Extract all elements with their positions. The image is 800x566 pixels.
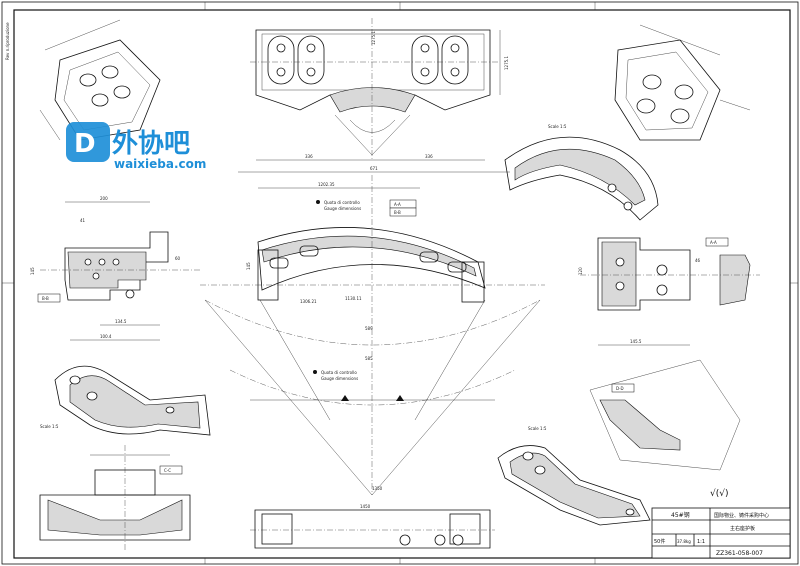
sa-dim-145: 145.5: [630, 339, 642, 344]
top-dim-1: 1275.1: [371, 31, 376, 45]
front-dim-1350: 1350: [372, 486, 383, 491]
section-ref-b: B-B: [394, 210, 401, 215]
title-block: √(√) 45#钢 国际物业、铸件采购中心 主右座护板 50件 37.8kg 1…: [651, 488, 791, 559]
note-quota-1: Quota di controllo: [324, 200, 360, 205]
sb-ref: B-B: [42, 296, 49, 301]
iso-view-top-right: [614, 24, 751, 141]
watermark-url: waixieba.com: [114, 157, 206, 171]
sa-dim-46: 46: [695, 258, 701, 263]
front-dim-336b: 336: [425, 154, 433, 159]
section-ref-a: A-A: [394, 202, 401, 207]
scale-label-2: Scale 1:5: [40, 424, 59, 429]
front-dim-671: 671: [370, 166, 378, 171]
title-material: 45#钢: [671, 511, 690, 519]
bolt-holes-left: [267, 35, 325, 85]
side-note: Rev n.riproduzione: [5, 22, 10, 60]
front-dim-585: 585: [365, 356, 373, 361]
bottom-dim: 1450: [360, 504, 371, 509]
title-org: 国际物业、铸件采购中心: [714, 512, 769, 519]
sb-dim-100: 100.4: [100, 334, 112, 339]
section-cc-view: C-C: [39, 445, 191, 550]
bolt-holes-right: [411, 35, 469, 85]
sa-dim-120: 120: [578, 267, 583, 275]
iso-view-bottom-right: Scale 1:5: [497, 426, 651, 526]
sa-ref: A-A: [710, 240, 717, 245]
front-dim-1202: 1202.35: [318, 182, 335, 187]
title-drawing-no: ZZ361-058-007: [716, 550, 763, 557]
sb-dim-60: 60: [175, 256, 181, 261]
title-qty: 50件: [654, 538, 665, 545]
dd-ref: D-D: [616, 386, 624, 391]
inner-border: [13, 9, 791, 559]
iso-bracket-right: Scale 1:5: [504, 124, 659, 221]
bottom-view: 1450: [250, 504, 495, 549]
title-ratio: 1:1: [697, 539, 705, 545]
title-weight: 37.8kg: [677, 539, 691, 544]
iso-view-top-left: [39, 19, 161, 141]
top-dim-2: 1275.1: [504, 56, 509, 70]
sa-holes: [615, 257, 668, 296]
sb-dim-200: 200: [100, 196, 108, 201]
note-gauge-2: Gauge dimensions: [321, 376, 358, 381]
sb-dim-134: 134.5: [115, 319, 127, 324]
note-quota-2: Quota di controllo: [321, 370, 357, 375]
section-dd-view: D-D: [589, 359, 741, 471]
section-bb-view: 200 134.5 100.4 145 60 41 B-B: [30, 196, 200, 341]
front-dim-336a: 336: [305, 154, 313, 159]
iso-view-left-bottom: Scale 1:5: [40, 365, 211, 436]
watermark: D 外协吧 waixieba.com: [66, 122, 206, 171]
sb-dim-41: 41: [80, 218, 86, 223]
front-bolt-slots: [269, 245, 467, 273]
section-aa-view: 145.5 120 46 A-A: [578, 237, 760, 346]
sb-holes: [84, 258, 135, 299]
cc-ref: C-C: [164, 468, 171, 473]
svg-text:D: D: [74, 129, 96, 159]
front-dim-589: 589: [365, 326, 373, 331]
front-view: 336 336 671 1202.35 1306.21 1130.11 585 …: [200, 154, 545, 496]
front-dim-1130: 1130.11: [345, 296, 362, 301]
front-dim-1306: 1306.21: [300, 299, 317, 304]
top-view: 1275.1 1275.1: [250, 18, 509, 160]
scale-label-1: Scale 1:5: [548, 124, 567, 129]
front-dim-145: 145: [246, 262, 251, 270]
scale-label-3: Scale 1:5: [528, 426, 547, 431]
title-name: 主右座护板: [730, 525, 755, 532]
roughness-symbol: √(√): [710, 488, 729, 499]
watermark-cn: 外协吧: [112, 129, 190, 159]
sb-dim-145: 145: [30, 267, 35, 275]
note-gauge-1: Gauge dimensions: [324, 206, 361, 211]
